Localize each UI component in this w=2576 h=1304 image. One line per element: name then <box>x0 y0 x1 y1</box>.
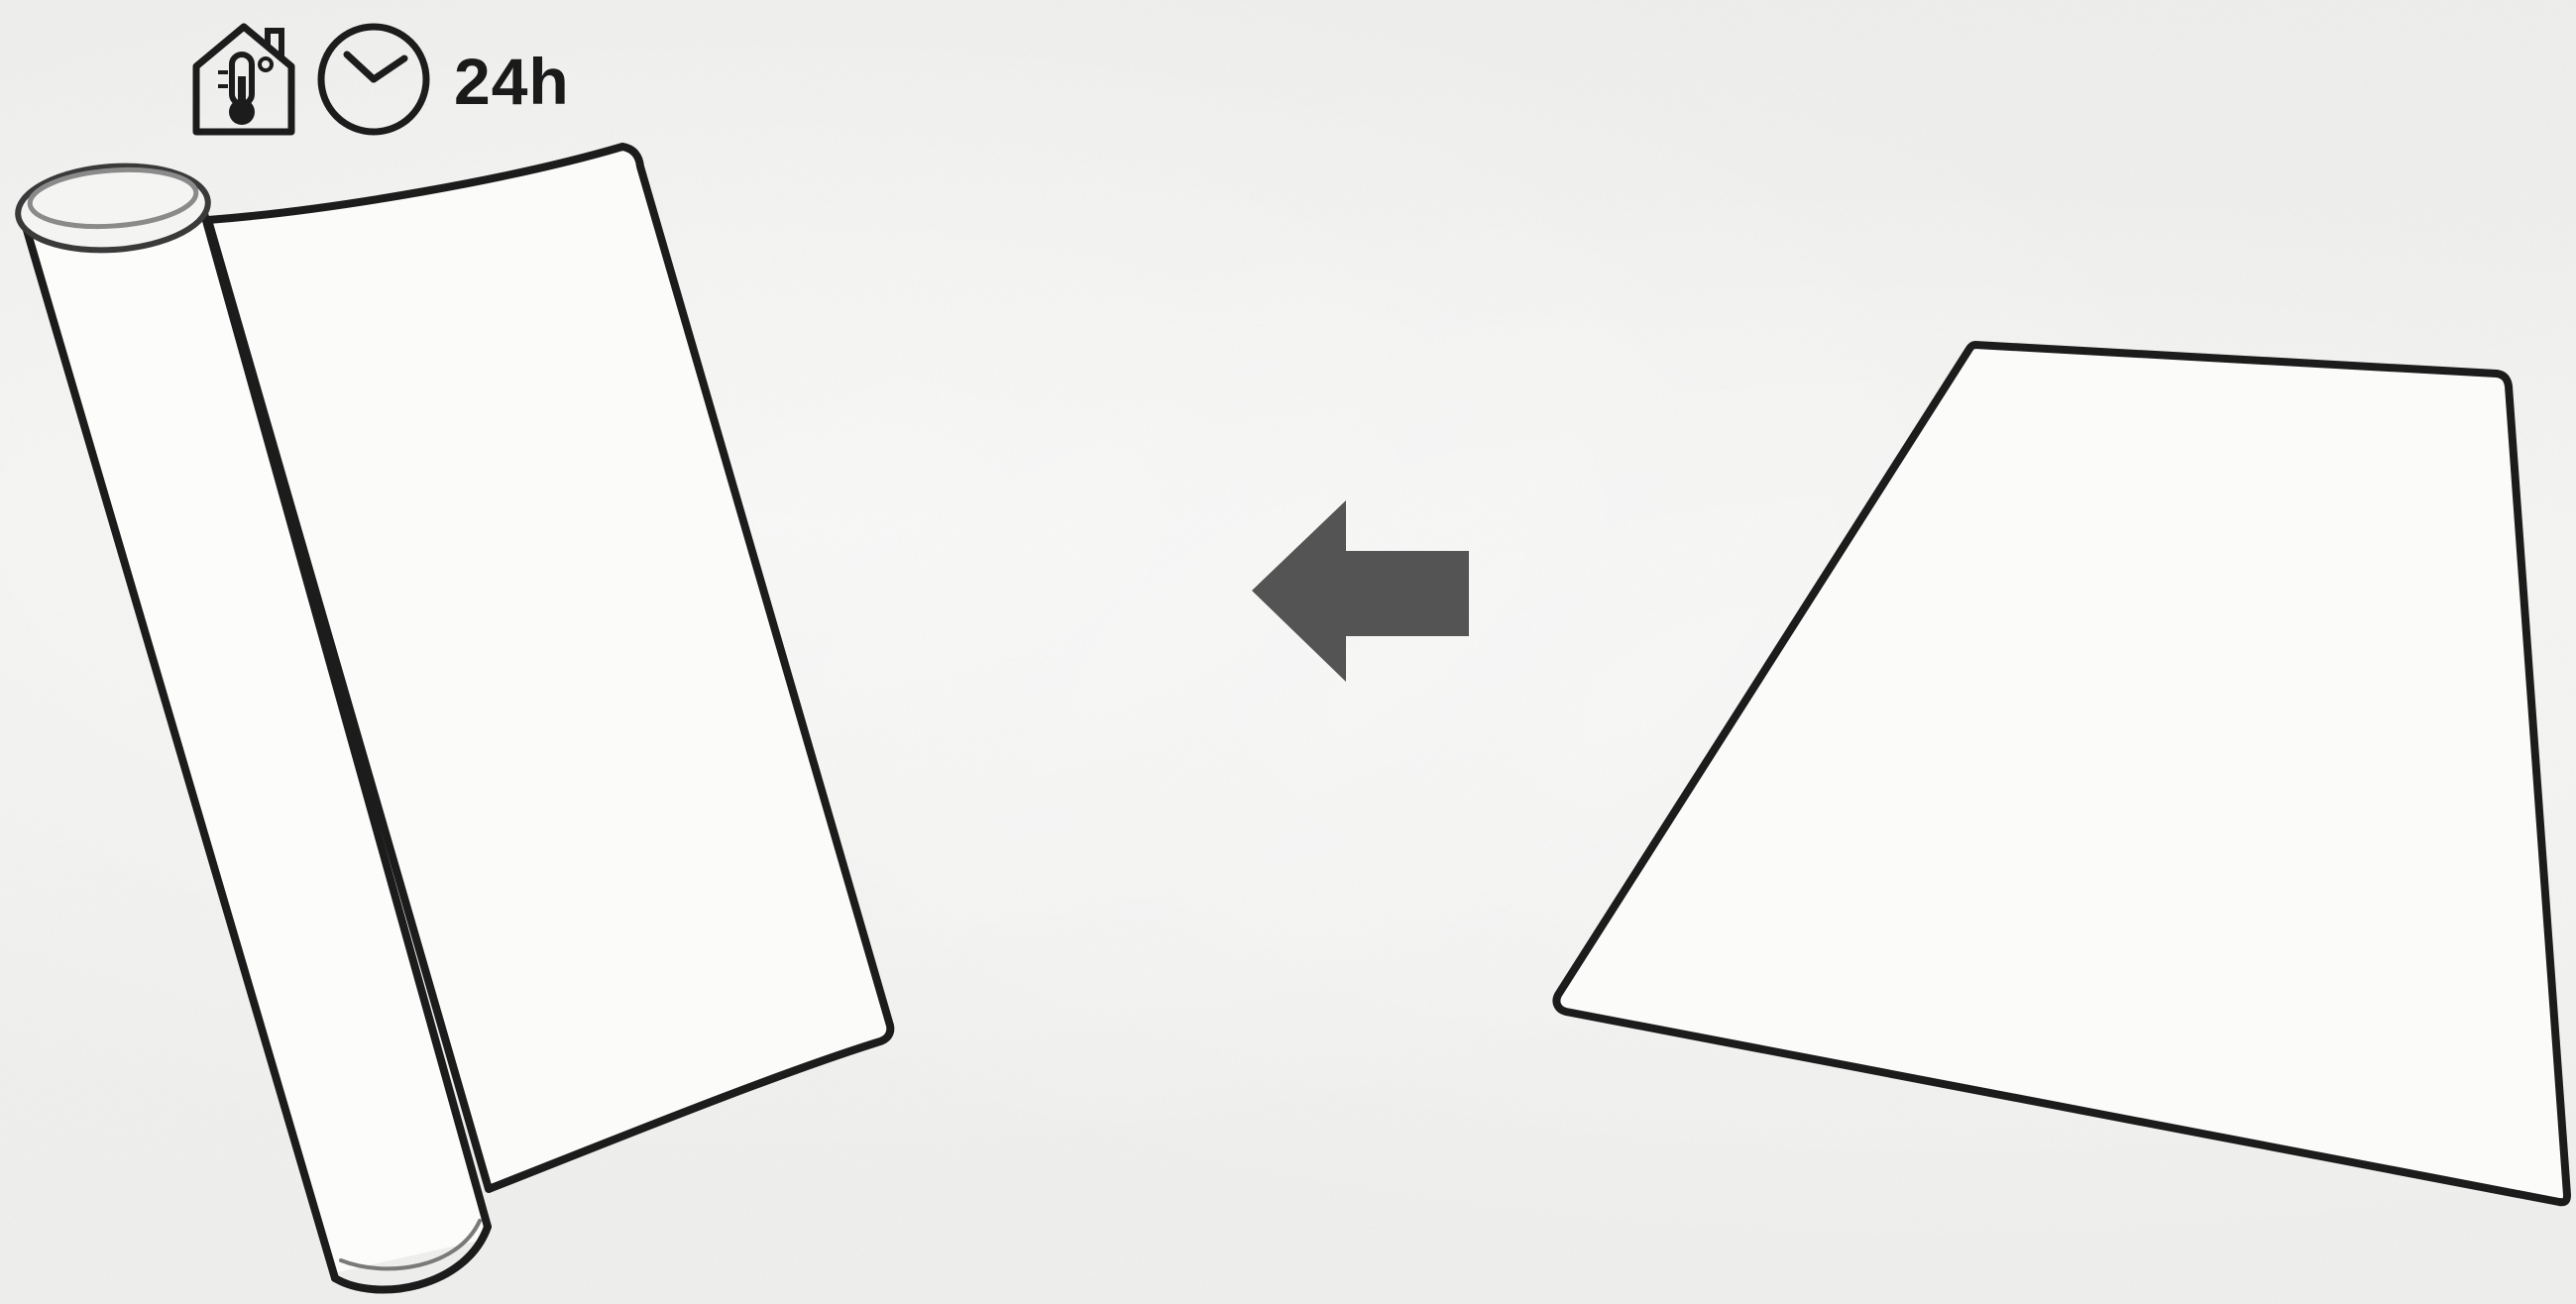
left-arrow-icon <box>1252 500 1469 682</box>
flat-sheet-icon <box>1556 345 2567 1202</box>
rolled-mat-icon <box>15 147 890 1290</box>
